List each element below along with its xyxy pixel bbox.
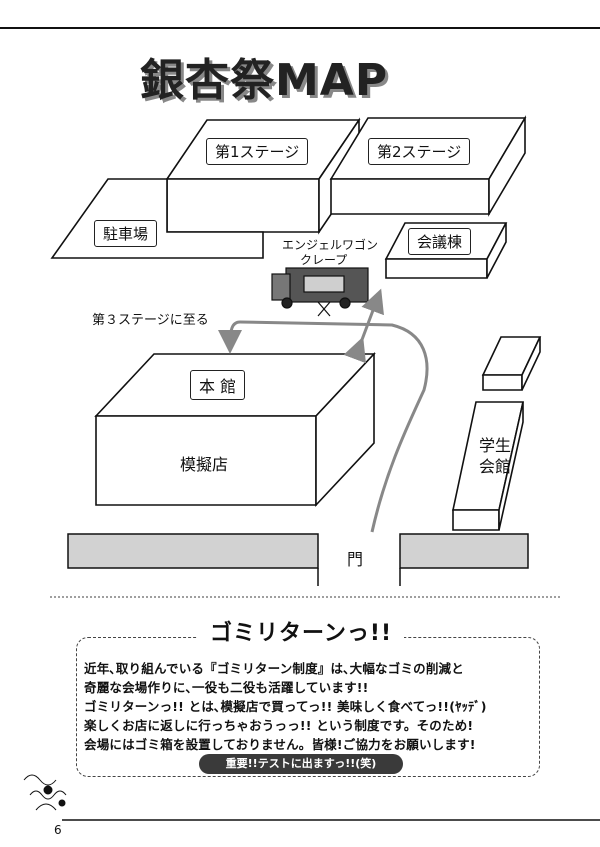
stage1-building <box>165 117 361 235</box>
path-arrow-crepe <box>343 288 384 364</box>
gate-label: 門 <box>347 550 364 569</box>
wall-right <box>399 533 529 569</box>
mock-shop-label: 模擬店 <box>180 455 229 474</box>
page-number: 6 <box>54 823 62 837</box>
path-arrow-route <box>218 320 429 533</box>
to-stage3-label: 第３ステージに至る <box>92 313 209 328</box>
info-box <box>76 637 540 777</box>
parking-label: 駐車場 <box>94 220 158 247</box>
student-hall-label-line2: 会館 <box>479 457 512 476</box>
crepe-wagon-truck <box>271 267 369 317</box>
student-hall-label-line1: 学生 <box>479 436 512 455</box>
crepe-label-line2: クレープ <box>300 253 348 267</box>
student-hall-annex <box>481 336 542 391</box>
info-line-5: 会場にはゴミ箱を設置しておりません。皆様!ご協力をお願いします! <box>84 737 476 752</box>
important-note-badge: 重要!!テストに出ますっ!!(笑) <box>199 754 403 774</box>
decorative-flourish <box>23 774 67 811</box>
stage2-building <box>329 115 527 217</box>
page-title: 銀杏祭MAP <box>140 55 389 106</box>
crepe-label-line1: エンジェルワゴン <box>282 238 379 252</box>
stage2-label: 第2ステージ <box>368 138 471 165</box>
stage1-label: 第1ステージ <box>206 138 309 165</box>
info-line-3: ゴミリターンっ!! とは､模擬店で買ってっ!! 美味しく食べてっ!!(ﾔｯﾃﾞ) <box>84 699 487 714</box>
student-hall-building <box>452 401 524 531</box>
conference-label: 会議棟 <box>408 228 472 255</box>
info-title: ゴミリターンっ!! <box>198 614 404 654</box>
info-line-1: 近年､取り組んでいる『ゴミリターン制度』は､大幅なゴミの削減と <box>84 661 464 676</box>
main-building-label: 本 館 <box>190 370 246 400</box>
wall-left <box>67 533 319 569</box>
info-line-2: 奇麗な会場作りに､一役も二役も活躍しています!! <box>84 680 369 695</box>
info-line-4: 楽しくお店に返しに行っちゃおうっっ!! という制度です。そのため! <box>84 718 474 733</box>
top-rule <box>0 27 600 29</box>
